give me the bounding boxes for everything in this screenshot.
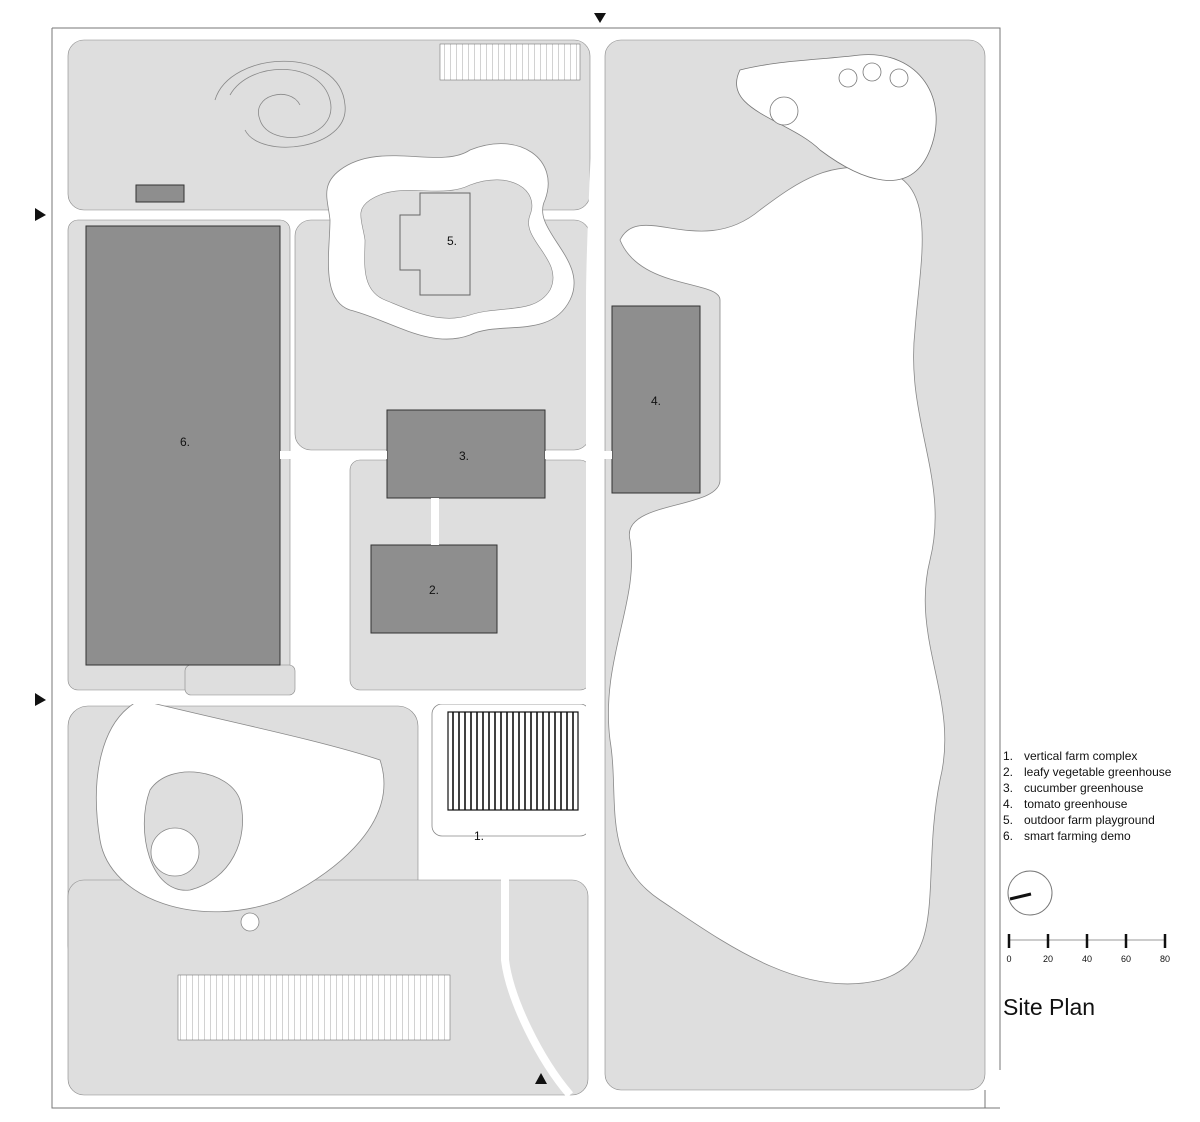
legend-item: 3. cucumber greenhouse (1003, 780, 1171, 796)
scale-tick-label: 60 (1121, 954, 1131, 964)
garden-circles (736, 54, 937, 181)
legend-item: 1. vertical farm complex (1003, 748, 1171, 764)
label-building-2: 2. (429, 583, 439, 597)
lower-garden (95, 699, 385, 932)
scale-tick-label: 0 (1006, 954, 1011, 964)
entrance-arrow-icon (35, 13, 606, 1084)
scale-tick-label: 20 (1043, 954, 1053, 964)
legend-number: 3. (1003, 781, 1014, 795)
label-building-1: 1. (474, 829, 484, 843)
parking-bottom (177, 974, 451, 1041)
site-boundary (52, 27, 1001, 1070)
legend-label: tomato greenhouse (1024, 797, 1128, 811)
spiral-garden (214, 61, 346, 148)
building-3[interactable] (386, 409, 546, 499)
legend-label: vertical farm complex (1024, 749, 1138, 763)
building-1[interactable] (447, 711, 579, 811)
label-building-5: 5. (447, 234, 457, 248)
label-building-6: 6. (180, 435, 190, 449)
legend-label: cucumber greenhouse (1024, 781, 1144, 795)
scale-tick-label: 80 (1160, 954, 1170, 964)
legend-item: 2. leafy vegetable greenhouse (1003, 764, 1171, 780)
legend-label: leafy vegetable greenhouse (1024, 765, 1172, 779)
legend-number: 1. (1003, 749, 1014, 763)
page-title: Site Plan (1003, 994, 1096, 1020)
scale-tick-label: 40 (1082, 954, 1092, 964)
label-building-3: 3. (459, 449, 469, 463)
legend: 1. vertical farm complex 2. leafy vegetabl… (1003, 748, 1171, 844)
legend-number: 4. (1003, 797, 1014, 811)
legend-number: 2. (1003, 765, 1014, 779)
legend-item: 4. tomato greenhouse (1003, 796, 1171, 812)
building-6[interactable] (85, 225, 281, 666)
legend-label: outdoor farm playground (1024, 813, 1155, 827)
north-arrow-icon (1007, 870, 1053, 916)
legend-number: 6. (1003, 829, 1014, 843)
scale-bar: 0 20 40 60 80 (1006, 934, 1170, 964)
legend-item: 5. outdoor farm playground (1003, 812, 1171, 828)
legend-item: 6. smart farming demo (1003, 828, 1171, 844)
small-shed (135, 184, 185, 203)
legend-number: 5. (1003, 813, 1014, 827)
walkways (68, 29, 612, 1098)
legend-label: smart farming demo (1024, 829, 1131, 843)
label-building-4: 4. (651, 394, 661, 408)
building-4[interactable] (611, 305, 701, 494)
parking-top (439, 43, 581, 81)
